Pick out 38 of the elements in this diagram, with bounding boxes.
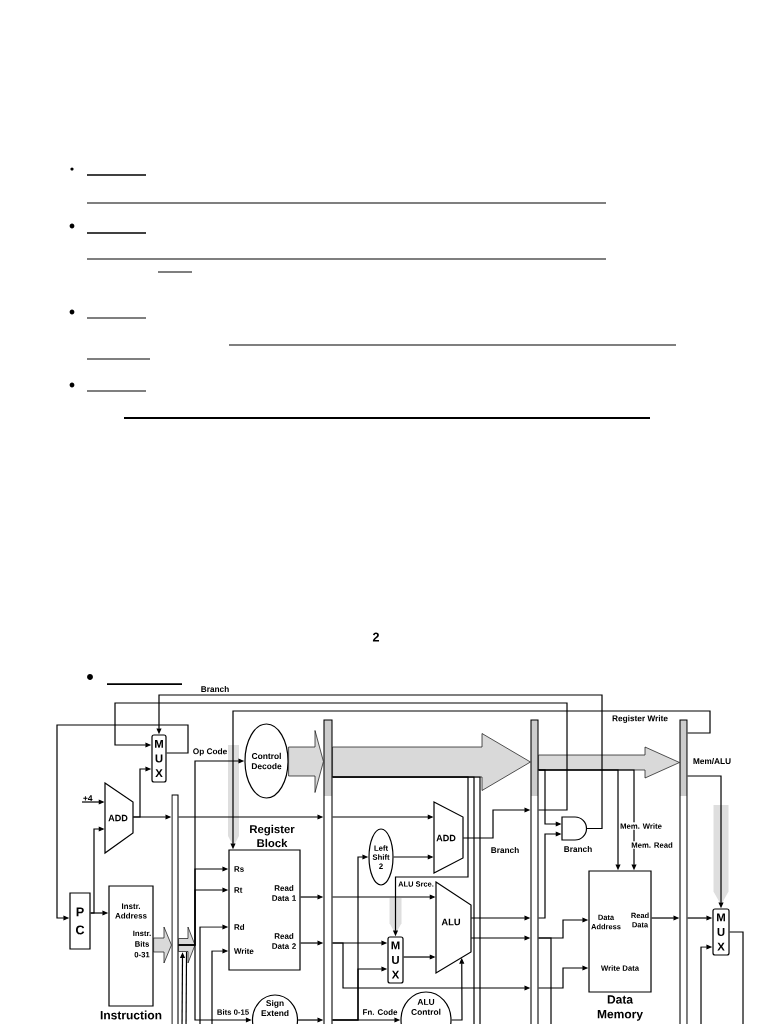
port-label: Rd bbox=[234, 924, 245, 930]
edge-label: Fn. Code bbox=[361, 1008, 399, 1016]
connector-line bbox=[729, 931, 744, 1024]
block-title: Instruction bbox=[100, 1010, 162, 1020]
edge-label: Register Write bbox=[611, 714, 669, 724]
connector-line bbox=[537, 937, 552, 1024]
signal-label: Branch bbox=[491, 847, 519, 854]
block-arrow bbox=[153, 926, 172, 964]
port-label: Rs bbox=[234, 866, 244, 872]
edge-label: Branch bbox=[199, 685, 231, 693]
arrow bbox=[114, 702, 568, 811]
adder-block: ADD bbox=[433, 801, 464, 874]
block-title: Data Memory bbox=[597, 995, 643, 1021]
mux-block: M U X bbox=[151, 734, 167, 783]
register-box: P C bbox=[69, 892, 91, 950]
block-arrow bbox=[538, 746, 680, 779]
arrow bbox=[156, 694, 603, 830]
edge-label: Op Code bbox=[192, 747, 228, 757]
mux-block: M U X bbox=[387, 936, 404, 984]
pipeline-register bbox=[323, 719, 333, 1024]
block-arrow bbox=[178, 926, 196, 964]
block-title: Register Block bbox=[250, 824, 295, 848]
port-label: Read Data 1 bbox=[272, 885, 296, 901]
port-label: Instr. Address bbox=[115, 903, 147, 919]
pipeline-register bbox=[171, 794, 179, 1024]
port-label: Write bbox=[233, 948, 254, 954]
block-arrow bbox=[332, 733, 531, 791]
page-number: 2 bbox=[372, 632, 380, 642]
mux-block: M U X bbox=[712, 908, 730, 956]
input-label: +4 bbox=[83, 795, 93, 802]
port-label: Read Data 2 bbox=[272, 933, 296, 949]
pipeline-register bbox=[530, 719, 539, 1024]
edge-label: Mem/ALU bbox=[692, 757, 732, 765]
connector-line bbox=[185, 951, 188, 1024]
gate-label: Branch bbox=[564, 846, 592, 853]
port-label: Rt bbox=[234, 887, 243, 893]
pipeline-register bbox=[679, 719, 688, 1024]
arrow bbox=[56, 724, 189, 921]
